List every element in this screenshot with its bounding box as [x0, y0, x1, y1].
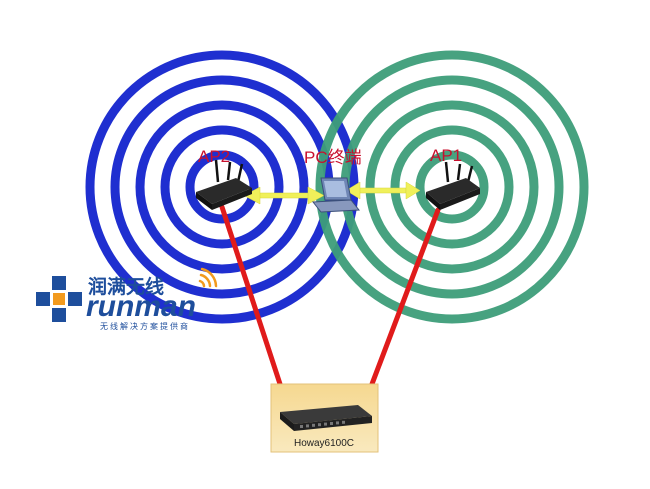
cable-ap1-controller — [369, 207, 441, 387]
network-switch-icon — [280, 405, 372, 431]
pc-label: PC终端 — [304, 148, 362, 167]
logo-cross-mark — [36, 276, 82, 322]
laptop-icon — [312, 177, 360, 213]
link-arrow-ap2-pc — [243, 186, 325, 205]
wifi-signal-icon — [198, 267, 218, 288]
logo-english-name: runman — [86, 290, 196, 323]
wireless-links — [243, 181, 421, 205]
controller-device: Howay6100C — [270, 383, 379, 453]
wireless-router-icon — [196, 159, 252, 210]
cable-ap2-controller — [219, 204, 283, 387]
controller-model-label: Howay6100C — [294, 438, 354, 449]
logo-chinese-name: 润满无线 — [88, 275, 164, 298]
wireless-router-icon — [426, 161, 480, 210]
company-logo: 润满无线 runman 无线解决方案提供商 — [36, 267, 218, 331]
link-arrow-pc-ap1 — [345, 181, 421, 200]
logo-tagline: 无线解决方案提供商 — [100, 321, 190, 331]
ap1-coverage-rings — [315, 50, 589, 324]
ap2-label: AP2 — [198, 147, 230, 166]
ap1-label: AP1 — [430, 146, 462, 165]
ethernet-cables — [219, 204, 441, 387]
